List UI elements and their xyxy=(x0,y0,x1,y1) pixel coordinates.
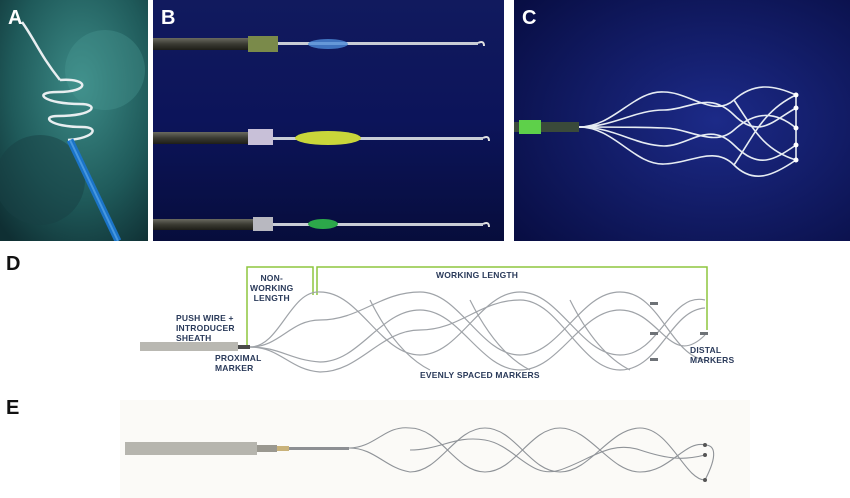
panel-a-image: A xyxy=(0,0,148,241)
proximal-marker-label: PROXIMAL MARKER xyxy=(215,353,262,373)
distal-markers-label: DISTAL MARKERS xyxy=(690,345,735,365)
panel-d-diagram xyxy=(130,260,730,385)
push-wire-label: PUSH WIRE + INTRODUCER SHEATH xyxy=(176,313,235,343)
panel-a-label: A xyxy=(8,7,23,29)
panel-e-label: E xyxy=(6,397,20,419)
panel-b-label: B xyxy=(161,7,176,29)
working-length-label: WORKING LENGTH xyxy=(436,270,519,280)
panel-b-image: B xyxy=(153,0,504,241)
panel-c-image: C xyxy=(514,0,850,241)
panel-e-image xyxy=(120,400,750,498)
panel-d-label: D xyxy=(6,253,21,275)
non-working-length-label: NON- WORKING LENGTH xyxy=(250,273,294,303)
evenly-spaced-markers-label: EVENLY SPACED MARKERS xyxy=(420,370,540,380)
panel-c-label: C xyxy=(522,7,537,29)
